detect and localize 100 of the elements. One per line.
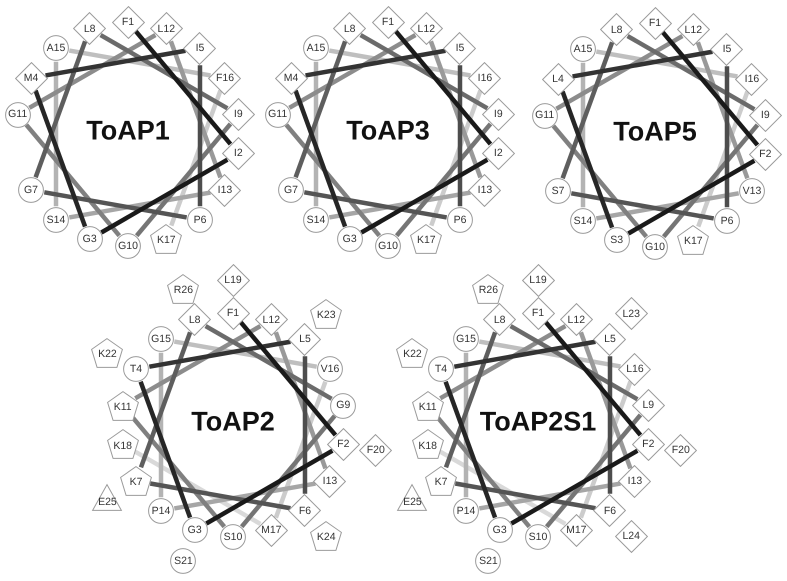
connector-line: [54, 62, 58, 206]
connector-line: [174, 339, 318, 369]
residue-circle: G7: [18, 177, 44, 203]
residue-triangle: E25: [397, 484, 428, 511]
connector-line: [34, 40, 88, 178]
connector-line: [454, 481, 596, 510]
residue-diamond: I5: [710, 32, 744, 66]
residue-diamond: I2: [222, 136, 255, 170]
residue-diamond: I2: [482, 136, 515, 170]
residue-diamond: I5: [183, 32, 216, 65]
residue-diamond: L19: [522, 264, 554, 296]
residue-diamond: F2: [748, 138, 782, 171]
residue-circle: S3: [604, 227, 630, 254]
connector-line: [596, 49, 738, 79]
residue-diamond: F2: [632, 428, 665, 461]
connector-line: [174, 481, 316, 511]
peptide-name: ToAP2S1: [480, 408, 596, 436]
residue-circle: G3: [486, 517, 513, 544]
residue-diamond: L8: [73, 12, 106, 46]
connector-line: [661, 30, 760, 147]
residue-circle: G7: [278, 177, 304, 203]
connector-line: [68, 48, 211, 78]
residue-circle: P14: [148, 498, 174, 524]
connector-line: [28, 33, 157, 110]
connector-line: [454, 340, 596, 369]
connector-line: [134, 122, 232, 238]
connector-line: [99, 33, 229, 110]
residue-diamond: L5: [593, 322, 626, 356]
connector-line: [626, 34, 756, 112]
connector-line: [572, 50, 713, 79]
residue-pentagon: K18: [106, 429, 139, 460]
residue-diamond: F1: [112, 6, 144, 38]
residue-diamond: I5: [443, 32, 476, 65]
residue-circle: S14: [303, 206, 329, 233]
residue-circle: G11: [264, 102, 291, 128]
peptide-name: ToAP3: [346, 118, 430, 144]
connector-line: [570, 191, 714, 221]
connector-line: [509, 324, 639, 402]
residue-circle: A15: [303, 35, 329, 62]
residue-diamond: L8: [333, 12, 366, 46]
residue-diamond: F1: [216, 296, 250, 330]
connector-line: [158, 352, 164, 498]
connector-line: [360, 158, 489, 234]
residue-diamond: L8: [178, 303, 212, 336]
connector-line: [435, 415, 532, 528]
residue-diamond: I13: [468, 174, 502, 206]
connector-line: [444, 332, 498, 468]
connector-line: [394, 30, 492, 146]
peptide-name: ToAP1: [86, 118, 170, 144]
residue-circle: P6: [714, 208, 740, 234]
residue-diamond: L8: [483, 303, 516, 336]
residue-circle: T4: [123, 356, 149, 382]
residue-circle: G10: [642, 234, 668, 260]
connector-line: [510, 448, 639, 526]
connector-line: [458, 65, 462, 206]
residue-diamond: I13: [618, 464, 652, 498]
residue-diamond: M4: [274, 62, 308, 94]
connector-line: [696, 90, 750, 228]
residue-circle: T4: [428, 356, 454, 382]
connector-line: [239, 320, 338, 437]
connector-line: [596, 191, 740, 221]
connector-line: [478, 481, 621, 511]
residue-diamond: L12: [150, 12, 183, 46]
connector-line: [274, 380, 328, 518]
residue-pentagon: K7: [425, 466, 457, 496]
connector-line: [302, 356, 308, 494]
connector-line: [478, 339, 621, 369]
residue-diamond: M17: [254, 514, 288, 547]
residue-diamond: L12: [560, 303, 593, 336]
connector-line: [580, 62, 586, 208]
connector-line: [608, 356, 612, 494]
connector-line: [148, 340, 291, 369]
connector-line: [359, 33, 489, 110]
residue-circle: G3: [336, 226, 363, 252]
residue-pentagon: K22: [91, 338, 124, 368]
connector-line: [68, 190, 211, 220]
residue-circle: P14: [453, 498, 479, 524]
connector-line: [168, 40, 223, 178]
residue-diamond: L12: [254, 303, 288, 336]
residue-circle: P6: [446, 206, 473, 233]
residue-pentagon: K23: [310, 298, 342, 329]
connector-line: [552, 124, 648, 238]
residue-pentagon: R26: [472, 274, 504, 304]
residue-diamond: I9: [748, 99, 782, 132]
residue-diamond: F16: [208, 62, 242, 94]
connector-line: [293, 90, 348, 228]
residue-diamond: L12: [410, 12, 443, 46]
connector-line: [240, 414, 336, 528]
residue-diamond: F2: [326, 428, 360, 461]
connector-line: [544, 413, 642, 528]
residue-circle: V16: [316, 356, 343, 382]
connector-line: [439, 324, 567, 400]
residue-diamond: L23: [614, 297, 648, 330]
residue-circle: S21: [170, 548, 196, 574]
residue-pentagon: K17: [150, 224, 182, 254]
residue-circle: V13: [738, 178, 765, 204]
residue-diamond: I13: [313, 464, 346, 498]
residue-circle: G3: [76, 226, 103, 252]
residue-diamond: L24: [614, 520, 648, 553]
residue-diamond: F6: [288, 494, 322, 528]
